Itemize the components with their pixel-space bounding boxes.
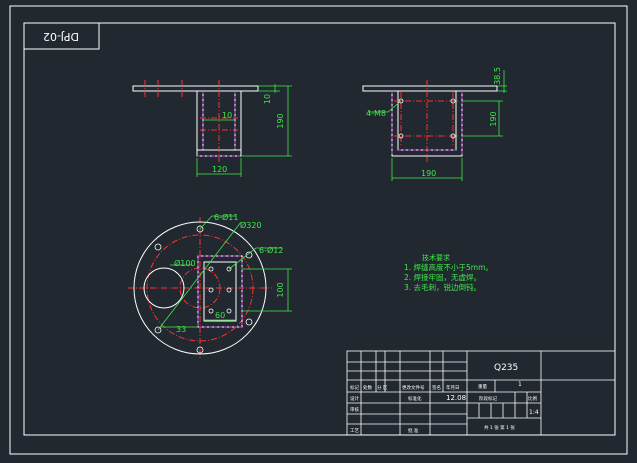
front-view-centerlines (144, 80, 238, 162)
top-label-bore: Ø100 (174, 258, 196, 268)
side-view-dimensions (368, 70, 507, 181)
top-label-pcd: Ø320 (240, 220, 262, 230)
top-dim-side: 100 (276, 282, 285, 297)
tb-r1c3: 分 区 (377, 384, 388, 391)
tb-r3c1: 审核 (350, 406, 359, 413)
top-view-centerlines (128, 217, 272, 360)
tb-sheets: 共 1 张 第 1 张 (484, 424, 515, 431)
tb-qty: 1 (518, 381, 522, 388)
tb-r2c6: 12.08 (446, 394, 466, 402)
tb-r1c5: 签名 (432, 384, 441, 391)
side-view-hidden (391, 91, 463, 156)
top-view-holes (154, 225, 253, 354)
top-label-holes-large: 6-Ø11 (214, 212, 238, 222)
tb-r1c2: 处数 (363, 384, 372, 391)
side-view-holes (398, 98, 456, 139)
drawing-id-box: DPJ-02 (23, 22, 100, 50)
front-dim-wall: 10 (222, 111, 232, 120)
notes-title: 技术要求 (422, 253, 450, 262)
tb-r2c1: 设计 (350, 395, 359, 402)
inner-frame (23, 22, 616, 436)
drawing-id-text: DPJ-02 (43, 30, 79, 43)
tb-r1c1: 标记 (350, 384, 359, 391)
tb-r1c6: 年月日 (446, 384, 460, 391)
side-view-centerlines (394, 80, 460, 162)
side-dim-width: 190 (421, 169, 436, 178)
side-dim-thick: 38.5 (493, 67, 502, 85)
tb-r4c1: 工艺 (350, 428, 359, 434)
tb-scale: 1:4 (529, 409, 539, 416)
side-dim-height: 190 (489, 111, 498, 126)
notes-line-2: 2. 焊接牢固，无虚焊。 (404, 272, 481, 282)
tb-r2c4: 标准化 (408, 395, 422, 402)
outer-frame (9, 5, 628, 455)
tb-weight: 重量 (478, 383, 487, 390)
tb-r4c4: 批 准 (408, 427, 419, 434)
top-view-dimensions (157, 215, 292, 331)
front-view-dimensions (196, 84, 292, 177)
front-view (132, 85, 259, 157)
top-view-hidden (197, 255, 243, 328)
front-dim-height: 190 (276, 113, 285, 128)
front-dim-width: 120 (212, 165, 227, 174)
top-dim-base: 60 (215, 311, 225, 320)
tb-scale-label: 比例 (528, 395, 537, 402)
top-label-holes-small: 6-Ø12 (259, 245, 283, 255)
tb-stage: 阶段标记 (479, 395, 497, 402)
notes-line-1: 1. 焊缝高度不小于5mm。 (404, 262, 493, 272)
title-block (346, 350, 616, 436)
front-dim-flange: 10 (263, 94, 272, 104)
side-view (362, 85, 498, 157)
tb-r1c4: 更改文件号 (402, 384, 425, 391)
technical-notes: 技术要求 1. 焊缝高度不小于5mm。 2. 焊接牢固，无虚焊。 3. 去毛刺，… (404, 253, 493, 292)
title-material: Q235 (494, 363, 518, 373)
top-dim-offset: 33 (176, 325, 186, 334)
notes-line-3: 3. 去毛刺，锐边倒钝。 (404, 282, 481, 292)
side-hole-label: 4-M8 (366, 109, 386, 118)
